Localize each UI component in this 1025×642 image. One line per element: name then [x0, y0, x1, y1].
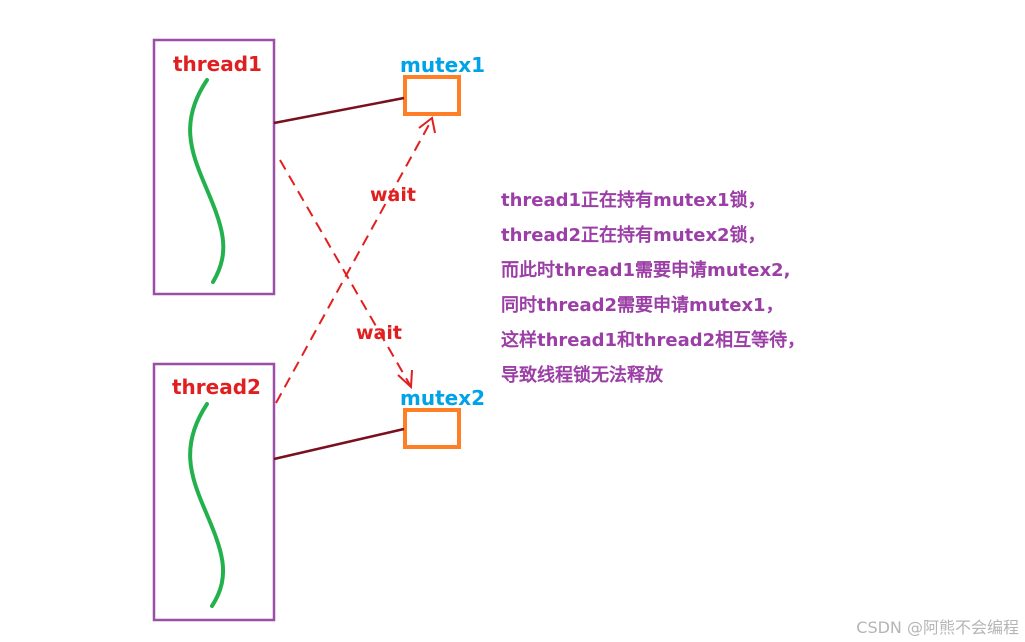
description-line: 同时thread2需要申请mutex1， [501, 295, 784, 316]
wait-label-upper: wait [370, 184, 416, 206]
mutex1-box [403, 75, 461, 116]
wait-label-lower: wait [356, 322, 402, 344]
deadlock-description: thread1正在持有mutex1锁， thread2正在持有mutex2锁， … [501, 183, 805, 393]
thread1-wait-mutex2-arrow [279, 159, 411, 386]
description-line: thread2正在持有mutex2锁， [501, 225, 766, 246]
mutex2-box [403, 408, 461, 449]
thread2-wait-mutex1-arrow [275, 120, 432, 404]
thread1-holds-mutex1-line [273, 96, 405, 125]
thread2-curve [188, 402, 226, 608]
thread2-box [152, 362, 276, 622]
description-line: thread1正在持有mutex1锁， [501, 190, 766, 211]
watermark: CSDN @阿熊不会编程 [856, 618, 1019, 637]
thread2-label: thread2 [172, 375, 261, 399]
thread1-wait-arrowhead [397, 369, 413, 390]
thread2-holds-mutex2-line [273, 427, 405, 461]
thread2-wait-arrowhead [418, 116, 436, 134]
description-line: 而此时thread1需要申请mutex2, [501, 260, 791, 281]
thread1-curve [188, 78, 226, 284]
description-line: 这样thread1和thread2相互等待， [501, 330, 806, 351]
mutex1-label: mutex1 [400, 53, 485, 77]
thread1-box [152, 38, 276, 296]
thread1-label: thread1 [173, 52, 262, 76]
mutex2-label: mutex2 [400, 386, 485, 410]
description-line: 导致线程锁无法释放 [501, 365, 663, 386]
